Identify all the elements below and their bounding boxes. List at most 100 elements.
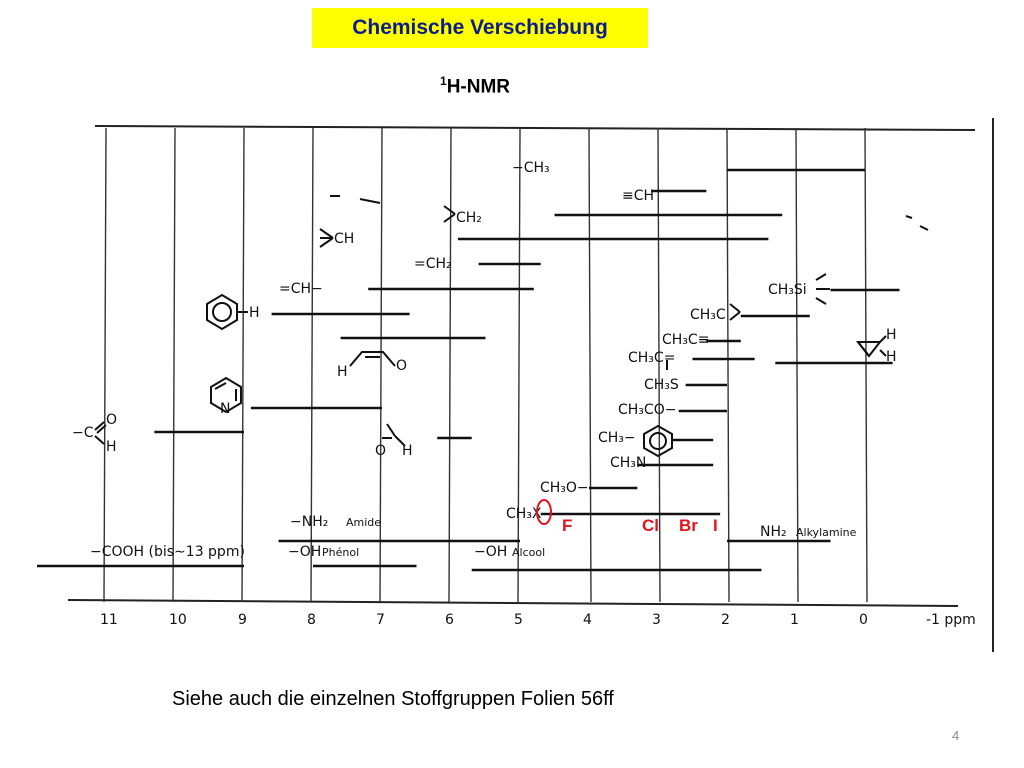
structure-labels: −CH₃ ≡CH CH₂ CH =CH₂ =CH− H H O N O −C H… (72, 160, 897, 560)
bond-line (319, 228, 334, 239)
label-ch3si: CH₃Si (768, 282, 807, 298)
tick-label: 0 (859, 612, 868, 628)
pyridine-ring (210, 376, 242, 414)
label-ch3: −CH₃ (512, 160, 550, 176)
pyridine-double-bond (214, 382, 227, 390)
bond-line (443, 205, 456, 215)
aldehyde-bond (94, 435, 105, 445)
toluene-inner-circle (649, 432, 667, 450)
label-oh-phenol: Phénol (322, 546, 359, 559)
gridline (657, 127, 661, 603)
cyclopropane-bond (879, 349, 887, 357)
subtitle-text: H-NMR (446, 76, 511, 98)
tick-label: 2 (721, 612, 730, 628)
gridline (795, 127, 799, 603)
label-cyclo-h2: H (886, 349, 897, 365)
bond-line (443, 213, 456, 223)
tick-label: 10 (169, 612, 187, 628)
tick-label: 5 (514, 612, 523, 628)
label-ch3co: CH₃CO− (618, 402, 676, 418)
tick-label: 8 (307, 612, 316, 628)
highlight-circle (536, 499, 552, 525)
gridline (588, 127, 592, 603)
cyclopropane-bond (879, 335, 887, 343)
page-number: 4 (952, 728, 960, 743)
tick-label: 3 (652, 612, 661, 628)
label-nh2-alkylamine: Alkylamine (796, 526, 857, 539)
si-bond (815, 273, 827, 281)
range-bars (37, 168, 900, 572)
label-ch3c: CH₃C (690, 307, 726, 323)
enone-chain (349, 351, 396, 367)
aldehyde-bond (96, 424, 107, 434)
aldehyde-bond (94, 421, 105, 431)
label-ch3s: CH₃S (644, 377, 679, 393)
tick-label: 7 (376, 612, 385, 628)
halogen-f: F (562, 516, 572, 535)
gridline (864, 127, 868, 603)
cyclopropane-ring (855, 341, 883, 358)
caption: Siehe auch die einzelnen Stoffgruppen Fo… (172, 688, 614, 710)
label-enone-h: H (337, 364, 348, 380)
halogen-labels: F Cl Br I (562, 516, 718, 535)
label-oh-alcool: Alcool (512, 546, 545, 559)
label-ch3c-triple: CH₃C≡ (662, 332, 709, 348)
label-cooh: −COOH (bis∼13 ppm) (90, 544, 245, 560)
label-pyridine-n: N (220, 401, 230, 417)
label-formyl-o: O (375, 443, 386, 459)
label-aryl-h: H (249, 305, 260, 321)
label-ald-h: H (106, 439, 117, 455)
gridline (379, 127, 383, 603)
frame-top (94, 125, 976, 131)
label-ch2: CH₂ (456, 210, 482, 226)
subtitle: 1H-NMR (440, 74, 510, 98)
halogen-cl: Cl (642, 516, 659, 535)
gridline (103, 127, 107, 603)
label-ch3x: CH₃X (506, 506, 542, 522)
cyclopropane-edge (857, 341, 870, 357)
tick-label: 1 (790, 612, 799, 628)
tick-label: 11 (100, 612, 118, 628)
c-bond (729, 311, 741, 321)
label-ald-c: −C (72, 425, 94, 441)
label-nh2-amide: Amide (346, 516, 381, 529)
gridline (726, 127, 730, 603)
label-ch3o: CH₃O− (540, 480, 589, 496)
gridline (241, 127, 245, 603)
label-cyclo-h1: H (886, 327, 897, 343)
label-enone-o: O (396, 358, 407, 374)
halogen-i: I (713, 516, 718, 535)
subtitle-superscript: 1 (440, 74, 447, 88)
label-ald-o: O (106, 412, 117, 428)
formyl-bond (386, 423, 396, 437)
benzene-inner-circle (212, 302, 232, 322)
gridline (517, 127, 521, 603)
benzene-ring (206, 293, 238, 331)
label-ch3-ar: CH₃− (598, 430, 636, 446)
label-nh2-alkyl-group: NH₂ (760, 524, 787, 540)
c-bond (729, 303, 741, 313)
tick-label: -1 ppm (926, 612, 976, 628)
hatch-mark (919, 225, 929, 231)
tick-label: 4 (583, 612, 592, 628)
label-formyl-h: H (402, 443, 413, 459)
label-eq-ch: =CH− (279, 281, 323, 297)
label-ch3c-double: CH₃C= (628, 350, 675, 366)
label-nh2-amide-group: −NH₂ (290, 514, 328, 530)
label-ch3n: CH₃N (610, 455, 646, 471)
frame-bottom (67, 599, 959, 607)
grid (67, 118, 994, 652)
title-box: Chemische Verschiebung (312, 8, 648, 48)
gridline (172, 127, 176, 603)
formyl-bond (394, 435, 406, 447)
gridline (310, 127, 314, 603)
toluene-ring (643, 424, 673, 458)
tick-label: 9 (238, 612, 247, 628)
bond-line (319, 237, 334, 248)
structure-drawings (94, 195, 929, 458)
label-alkyne-ch: ≡CH (622, 188, 654, 204)
gridline (448, 127, 452, 603)
si-bond (815, 297, 827, 305)
